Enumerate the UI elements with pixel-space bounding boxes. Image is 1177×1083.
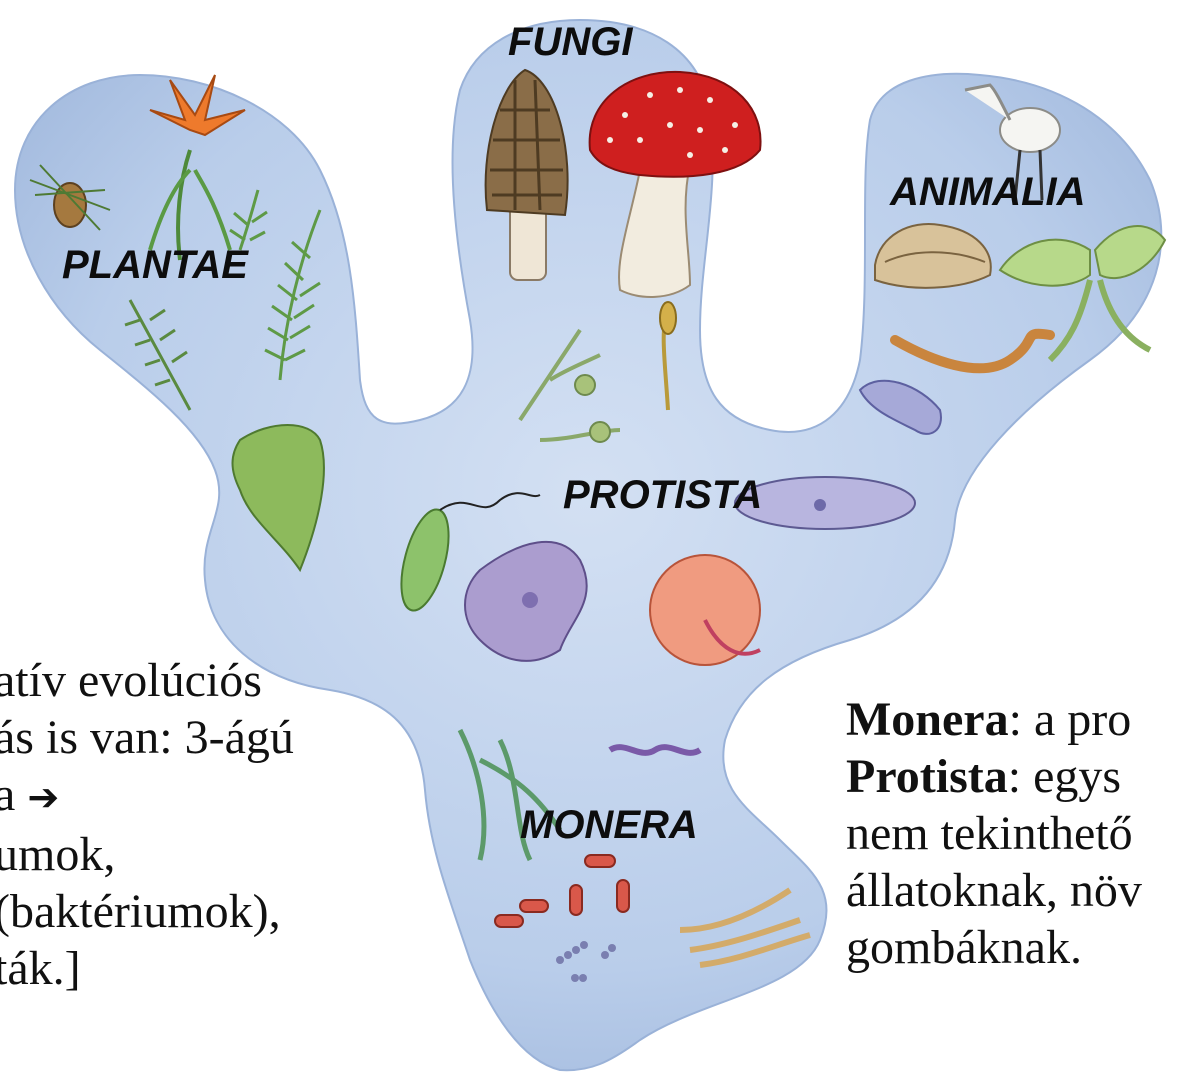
radiolarian-illustration	[650, 555, 760, 665]
left-line-6: ták.]	[0, 940, 294, 997]
label-animalia: ANIMALIA	[889, 170, 1086, 214]
left-line-5: (baktériumok),	[0, 883, 294, 940]
right-line-5: gombáknak.	[846, 919, 1177, 976]
right-line-4: állatoknak, növ	[846, 862, 1177, 919]
label-fungi: FUNGI	[508, 20, 633, 64]
right-arrow-icon: ➔	[27, 775, 59, 819]
right-line-1: Monera: a pro	[846, 691, 1177, 748]
left-line-2: ás is van: 3-ágú	[0, 709, 294, 766]
left-line-3: a ➔	[0, 766, 294, 826]
label-plantae: PLANTAE	[62, 243, 249, 287]
label-monera: MONERA	[520, 803, 698, 847]
right-paragraph: Monera: a pro Protista: egys nem tekinth…	[846, 691, 1177, 976]
right-line-2: Protista: egys	[846, 748, 1177, 805]
left-paragraph: atív evolúciós ás is van: 3-ágú a ➔ umok…	[0, 652, 294, 997]
label-protista: PROTISTA	[563, 473, 762, 517]
left-line-4: umok,	[0, 826, 294, 883]
right-line-3: nem tekinthető	[846, 805, 1177, 862]
left-line-1: atív evolúciós	[0, 652, 294, 709]
